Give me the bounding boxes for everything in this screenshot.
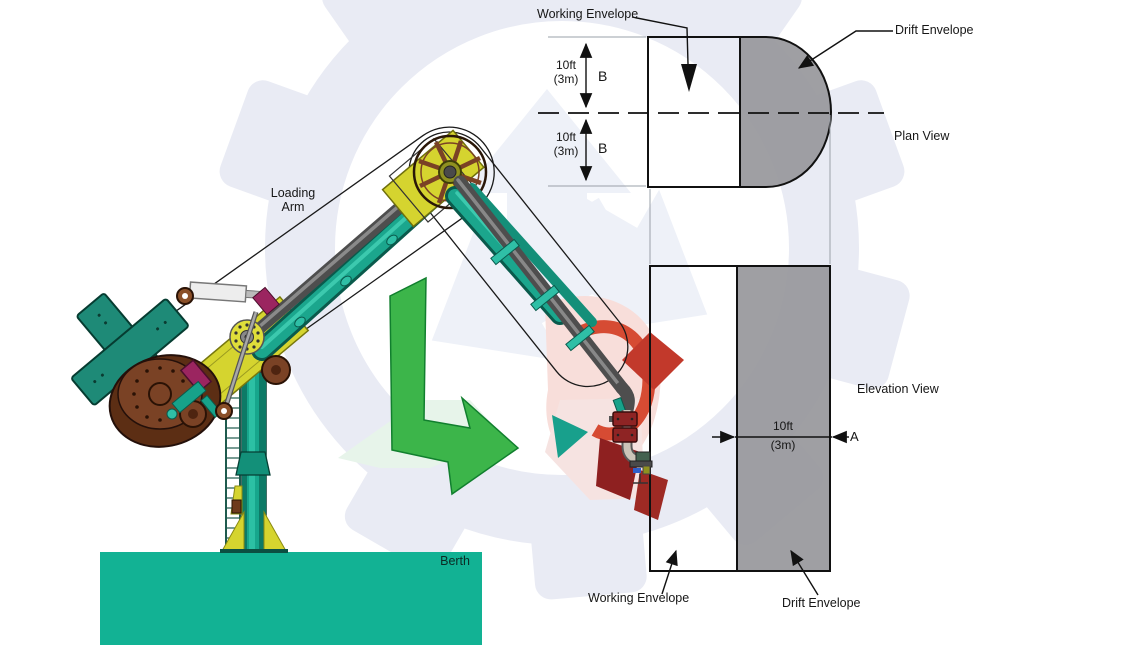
elevation-view-drawing [649,115,849,572]
callout-leaders [631,16,893,596]
elevation-dim-ref: A [850,429,859,444]
plan-upper-dim-ref: B [598,68,608,84]
plan-upper-dim-secondary: (3m) [553,72,579,86]
drift-envelope-label-elevation: Drift Envelope [782,596,861,610]
plan-upper-dim-primary: 10ft [555,58,576,72]
elevation-dim-primary: 10ft [772,419,793,433]
working-envelope-label-plan: Working Envelope [537,7,639,21]
watermark-green-arrow [389,276,520,496]
arm-tip-coupler [609,381,653,484]
loading-arm-label: Loading Arm [270,186,316,214]
counterweight [71,293,291,448]
outboard-arm [445,175,629,395]
plan-view-drawing [538,36,884,188]
plan-lower-dim-primary: 10ft [555,130,576,144]
plan-lower-dim-secondary: (3m) [553,144,579,158]
berth-label: Berth [440,554,470,568]
elevation-dim-secondary: (3m) [770,438,796,452]
hydraulic-cylinder [166,281,280,420]
elevation-working-envelope-shape [649,265,831,572]
plan-working-envelope-shape [647,36,741,188]
plan-lower-dim-ref: B [598,140,608,156]
elevation-view-label: Elevation View [857,382,939,396]
watermark-red-diamond [622,332,684,390]
working-envelope-label-elevation: Working Envelope [588,591,690,605]
plan-view-label: Plan View [894,129,950,143]
berth [100,552,482,645]
drift-envelope-label-plan: Drift Envelope [895,23,974,37]
plan-drift-envelope-shape [739,36,833,188]
loading-arm-drawing [71,126,653,553]
